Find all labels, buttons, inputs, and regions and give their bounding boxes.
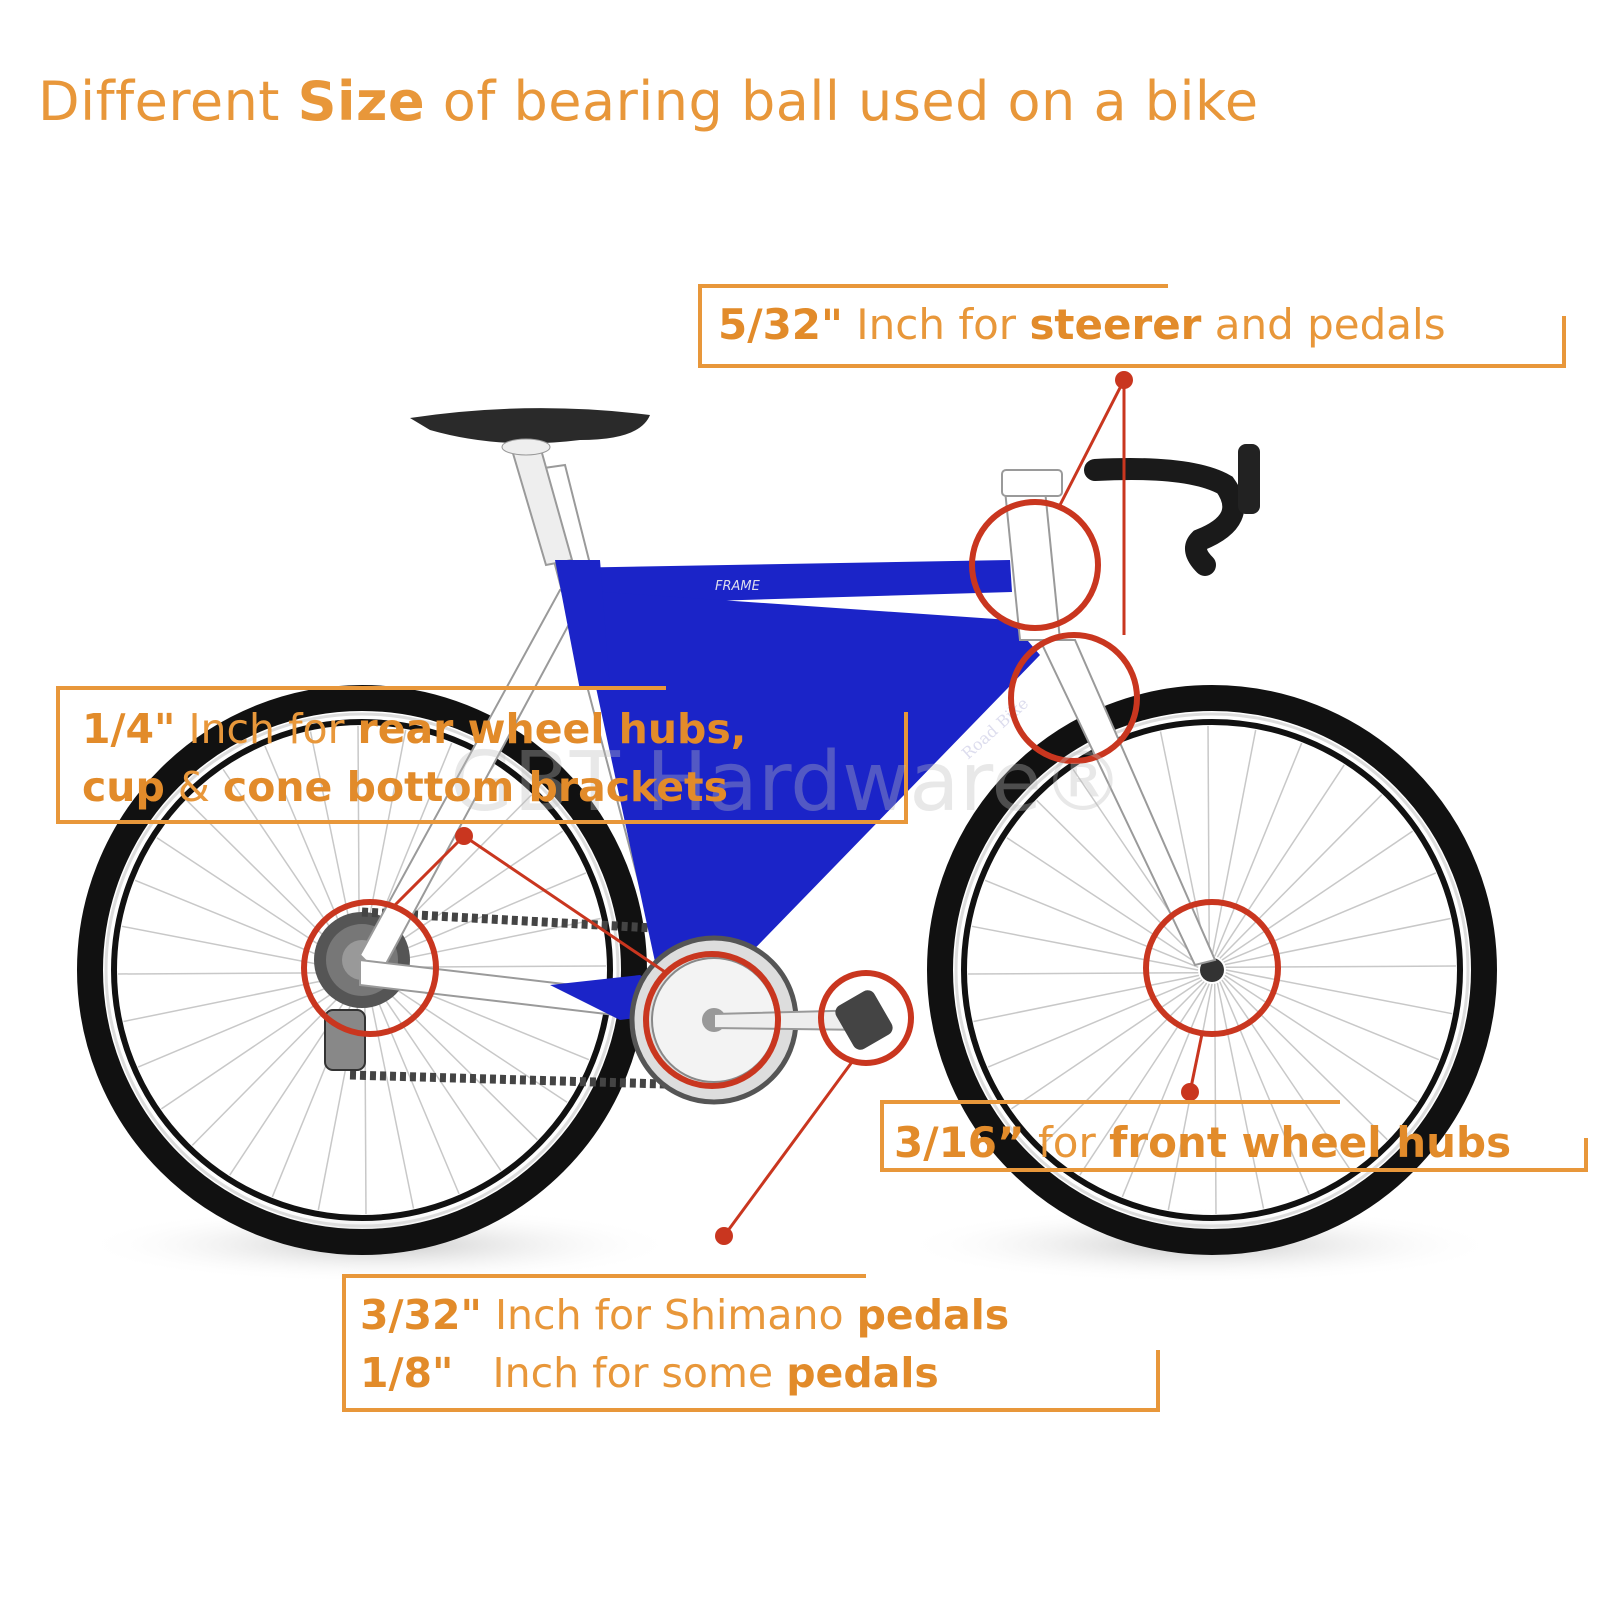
headset-callout-circle <box>1008 632 1140 764</box>
front-hub-label: 3/16” for front wheel hubs <box>894 1118 1511 1167</box>
steerer-bracket <box>698 284 1566 368</box>
spoke <box>1006 837 1200 966</box>
spoke <box>1224 917 1451 966</box>
front-text: for <box>1024 1118 1110 1167</box>
pedal-bracket <box>342 1274 1160 1412</box>
brake-lever <box>1238 444 1260 514</box>
spoke <box>366 982 415 1209</box>
front-size: 3/16” <box>894 1118 1025 1167</box>
pedal-callout-circle <box>818 970 914 1066</box>
rear-hub-label-line-2: cup & cone bottom brackets <box>82 758 746 816</box>
spoke <box>1221 830 1414 961</box>
rear-amp: & <box>164 763 223 811</box>
callouts <box>301 379 1281 1237</box>
spoke <box>160 979 353 1110</box>
spoke <box>1223 977 1388 1141</box>
rear-bold-2: cup <box>82 763 165 811</box>
front-hub-callout-circle <box>1143 899 1281 1037</box>
spoke <box>1079 982 1208 1176</box>
rear-size: 1/4" <box>82 705 176 753</box>
spoke <box>1225 972 1440 1061</box>
pedal <box>835 990 893 1050</box>
saddle <box>410 408 650 444</box>
spoke <box>371 979 502 1172</box>
spoke <box>973 974 1200 1023</box>
spoke <box>1211 729 1257 957</box>
spoke <box>369 981 460 1195</box>
steerer-bold: steerer <box>1029 300 1202 349</box>
steerer-end: and pedals <box>1201 300 1446 349</box>
spoke <box>1213 983 1217 1214</box>
spoke <box>1219 981 1310 1195</box>
spoke <box>1214 742 1303 957</box>
steerer-label: 5/32" Inch for steerer and pedals <box>718 300 1446 349</box>
spoke <box>968 971 1199 975</box>
rear-hub-callout-circle <box>301 899 439 1037</box>
rear-bold-3: cone bottom brackets <box>222 763 729 811</box>
page-title: Different Size of bearing ball used on a… <box>38 70 1259 133</box>
spoke <box>121 925 349 971</box>
crankset <box>629 935 893 1105</box>
spoke <box>123 974 350 1023</box>
title-part-1: Different <box>38 70 298 133</box>
rear-bold-1: rear wheel hubs, <box>357 705 747 753</box>
spoke <box>1221 979 1352 1172</box>
pedal-label-line-1: 3/32" Inch for Shimano pedals <box>360 1286 1009 1344</box>
pedal-size-2: 1/8" <box>360 1349 454 1397</box>
spoke <box>971 925 1199 971</box>
spoke <box>1224 974 1418 1103</box>
front-wheel <box>927 685 1497 1255</box>
spoke <box>1036 799 1201 963</box>
pedal-bold-1: pedals <box>856 1291 1010 1339</box>
fork-and-head <box>1001 469 1217 967</box>
watermark: GBT Hardware® <box>450 735 1124 830</box>
callout-dots <box>455 371 1199 1245</box>
spoke <box>984 879 1199 968</box>
spoke <box>191 981 355 1146</box>
spoke <box>118 971 349 975</box>
spoke <box>1207 726 1211 957</box>
spoke <box>1219 794 1383 959</box>
spoke <box>1121 983 1210 1198</box>
spoke <box>373 977 538 1141</box>
spoke <box>134 879 349 968</box>
pedal-text-1: Inch for Shimano <box>481 1291 857 1339</box>
spoke <box>1010 979 1203 1110</box>
rear-bracket <box>56 686 908 824</box>
steerer-callout-circle <box>969 499 1101 631</box>
rear-hub-label: 1/4" Inch for rear wheel hubs, cup & con… <box>82 700 746 816</box>
bottom-bracket-callout-circle <box>643 951 781 1089</box>
spoke <box>1159 731 1208 958</box>
saddle-clamp <box>501 438 551 456</box>
spoke <box>137 977 351 1068</box>
title-part-3: of bearing ball used on a bike <box>425 70 1259 133</box>
front-bracket <box>880 1100 1588 1172</box>
label-brackets <box>56 284 1588 1412</box>
title-bold-size: Size <box>297 70 426 133</box>
spoke <box>1216 764 1345 958</box>
steerer-text: Inch for <box>842 300 1030 349</box>
rear-hub-label-line-1: 1/4" Inch for rear wheel hubs, <box>82 700 746 758</box>
pedal-size-1: 3/32" <box>360 1291 482 1339</box>
chain <box>349 907 701 1090</box>
steerer-size: 5/32" <box>718 300 843 349</box>
pedal-label: 3/32" Inch for Shimano pedals 1/8" Inch … <box>360 1286 1009 1402</box>
pedal-bold-2: pedals <box>786 1349 939 1397</box>
spoke <box>1223 872 1437 963</box>
pedal-text-2: Inch for some <box>453 1349 787 1397</box>
spoke <box>1225 965 1456 969</box>
spoke <box>1225 969 1453 1015</box>
spoke <box>987 977 1201 1068</box>
rear-text: Inch for <box>175 705 358 753</box>
pedal-label-line-2: 1/8" Inch for some pedals <box>360 1344 1009 1402</box>
front-bold: front wheel hubs <box>1109 1118 1512 1167</box>
rear-wheel <box>77 685 647 1255</box>
handlebar <box>1084 458 1245 576</box>
spoke <box>1041 981 1205 1146</box>
frame-top-label: FRAME <box>715 579 761 594</box>
spoke <box>373 872 587 963</box>
frame <box>550 560 1040 1020</box>
